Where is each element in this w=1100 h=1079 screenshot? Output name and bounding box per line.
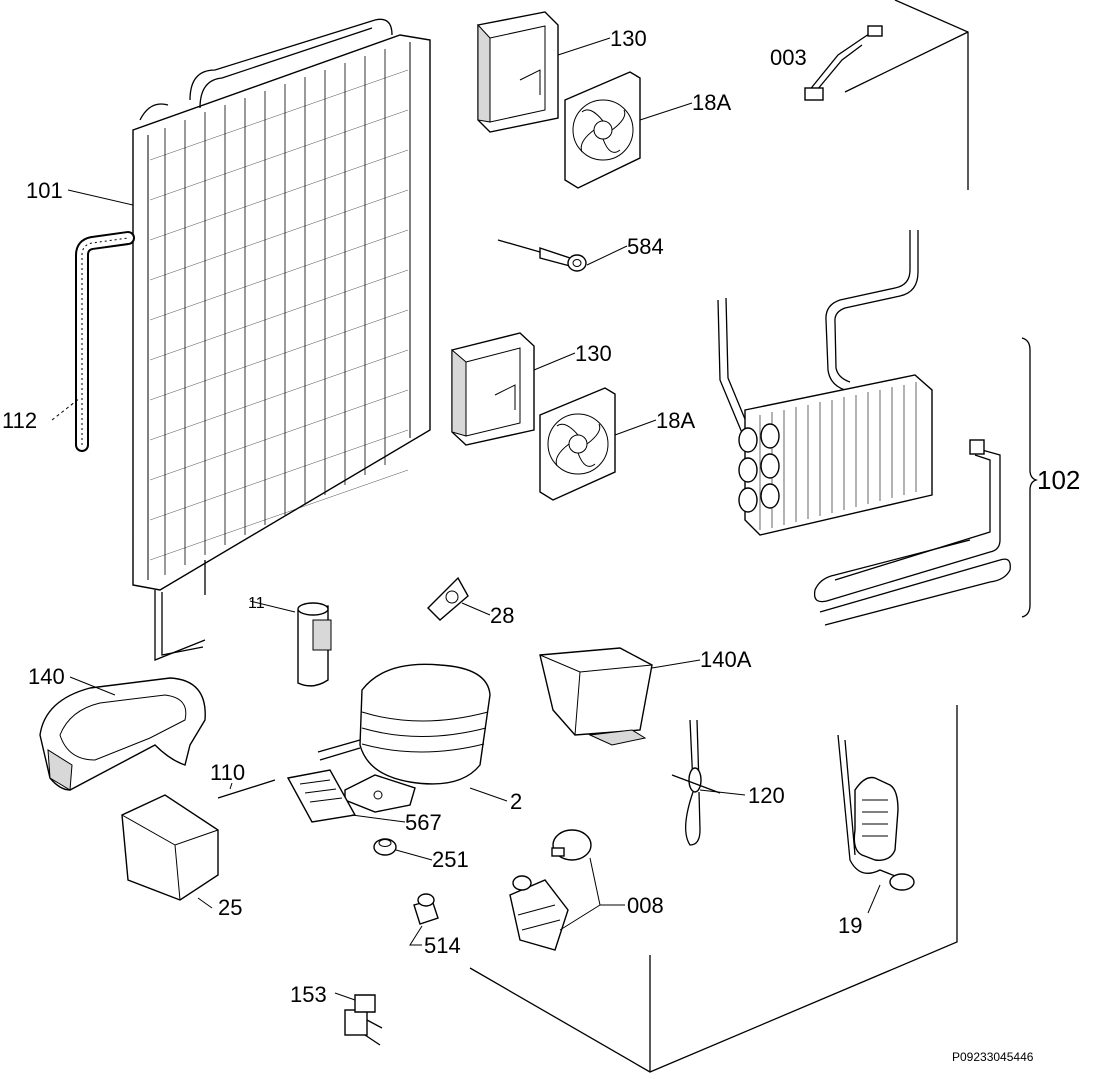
thermostat [509,829,592,951]
label-567: 567 [405,810,442,835]
condenser [132,18,431,661]
label-110: 110 [210,760,245,785]
temperature-sensor [497,239,587,272]
evaporator-bracket [1021,337,1039,618]
defrost-heater [837,734,915,891]
label-2: 2 [510,789,522,814]
filler-rod [217,779,276,799]
label-19: 19 [838,913,862,938]
cabinet-outline [469,0,969,1073]
label-130-lower: 130 [575,341,612,366]
label-102: 102 [1037,465,1080,495]
drawing-code: P09233045446 [952,1050,1034,1064]
label-18a-upper: 18A [692,90,731,115]
label-120: 120 [748,783,785,808]
adjustable-foot [413,893,439,925]
label-130-upper: 130 [610,26,647,51]
label-514: 514 [424,933,461,958]
label-251: 251 [432,847,469,872]
mounting-clip [427,576,469,621]
label-25: 25 [218,895,242,920]
leader-lines [51,37,881,1001]
label-140: 140 [28,664,65,689]
label-153: 153 [290,982,327,1007]
thermal-fuse [671,719,721,846]
fan-shroud-upper [477,11,559,133]
wire-connector [804,25,883,101]
label-008: 008 [627,893,664,918]
relay-box [121,794,219,901]
water-valve [344,994,383,1046]
label-101: 101 [26,178,63,203]
rubber-grommet [373,838,397,856]
label-140a: 140A [700,647,752,672]
label-112: 112 [2,408,37,433]
label-003: 003 [770,45,807,70]
compressor [317,663,491,813]
part-labels: 003 130 18A 101 584 112 130 18A 102 11 2… [2,26,1080,1064]
drip-tray [39,677,206,791]
relay-plate [286,769,357,823]
label-584: 584 [627,234,664,259]
fan-shroud-lower [451,332,535,446]
evaporation-tray [539,647,653,746]
label-11: 11 [248,595,265,612]
label-28: 28 [490,603,514,628]
drain-hose [75,231,135,452]
starting-capacitor [297,602,332,687]
fan-upper [564,71,641,189]
label-18a-lower: 18A [656,408,695,433]
fan-lower [539,387,616,501]
evaporator [717,230,1011,626]
